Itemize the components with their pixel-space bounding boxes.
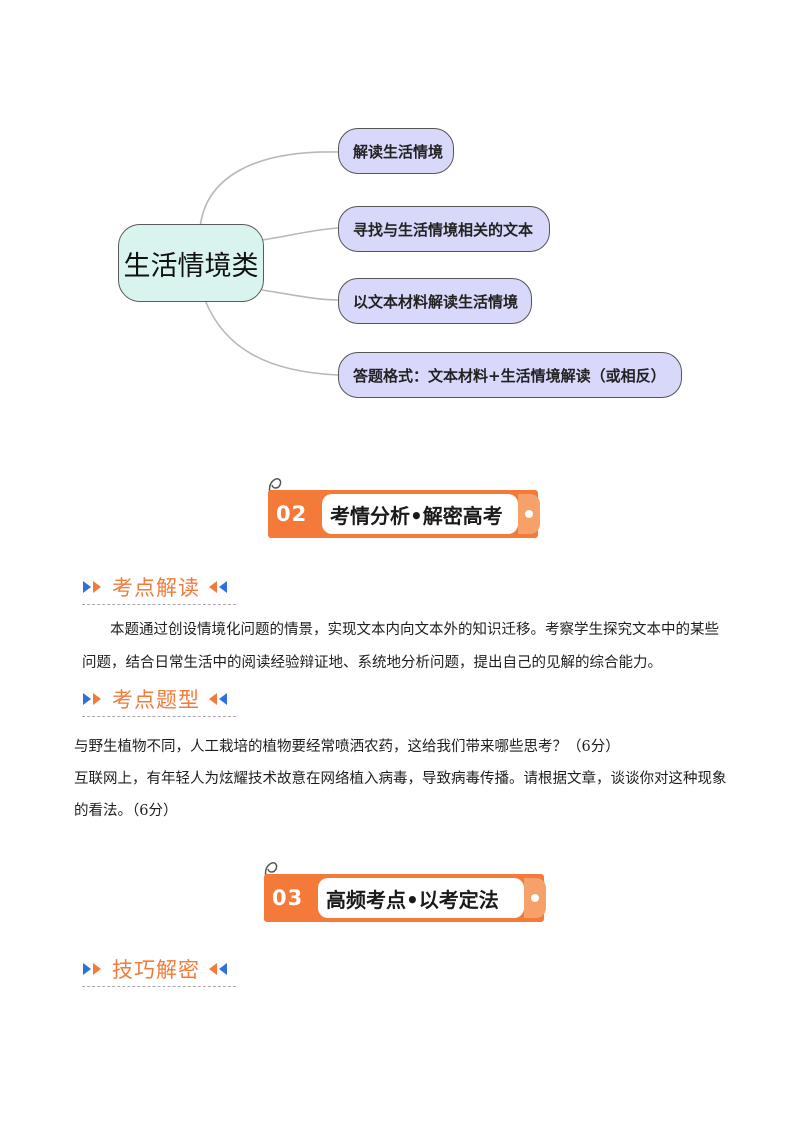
double-arrow-left-icon	[209, 581, 227, 593]
paragraph-kaodian-jiedu: 本题通过创设情境化问题的情景，实现文本内向文本外的知识迁移。考察学生探究文本中的…	[82, 622, 719, 671]
question-1: 与野生植物不同，人工栽培的植物要经常喷洒农药，这给我们带来哪些思考？（6分）	[74, 739, 620, 755]
section-heading-jiqiao-jiemi: 技巧解密	[82, 952, 236, 987]
mind-map-connectors	[199, 151, 339, 376]
mind-map-branch-3: 以文本材料解读生活情境	[338, 278, 532, 324]
double-arrow-left-icon	[209, 963, 227, 975]
mind-map-branch-4: 答题格式：文本材料+生活情境解读（或相反）	[338, 352, 682, 398]
banner-number: 03	[272, 886, 304, 910]
mind-map-branch-2: 寻找与生活情境相关的文本	[338, 206, 550, 252]
mind-map-root: 生活情境类	[118, 224, 264, 302]
paperclip-icon	[268, 478, 282, 501]
section-title: 技巧解密	[112, 958, 200, 982]
section-banner-03: 03 高频考点•以考定法	[264, 862, 546, 926]
banner-title: 考情分析•解密高考	[322, 494, 518, 534]
section-banner-02: 02 考情分析•解密高考	[268, 478, 540, 542]
banner-title: 高频考点•以考定法	[318, 878, 524, 918]
double-arrow-left-icon	[209, 693, 227, 705]
double-arrow-right-icon	[83, 581, 101, 593]
mind-map: 生活情境类 解读生活情境 寻找与生活情境相关的文本 以文本材料解读生活情境 答题…	[0, 0, 800, 420]
banner-number: 02	[276, 502, 308, 526]
section-heading-kaodian-jiedu: 考点解读	[82, 570, 236, 605]
section-heading-kaodian-tixing: 考点题型	[82, 682, 236, 717]
mind-map-branch-1: 解读生活情境	[338, 128, 454, 174]
double-arrow-right-icon	[83, 693, 101, 705]
question-2: 互联网上，有年轻人为炫耀技术故意在网络植入病毒，导致病毒传播。请根据文章，谈谈你…	[74, 771, 727, 819]
paperclip-icon	[264, 862, 278, 885]
section-title: 考点解读	[112, 576, 200, 600]
double-arrow-right-icon	[83, 963, 101, 975]
section-title: 考点题型	[112, 688, 200, 712]
